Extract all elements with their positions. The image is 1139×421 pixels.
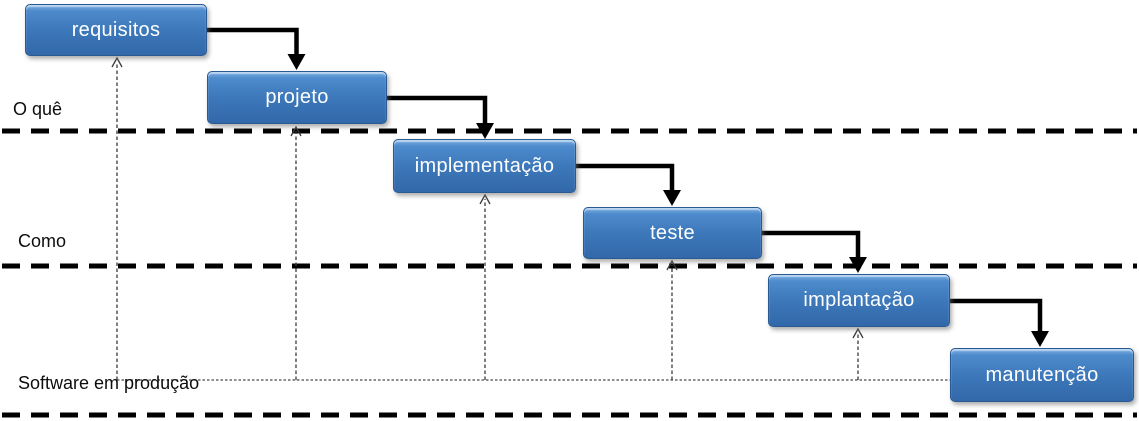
connector-projeto-implementacao [386,95,488,124]
feedback-arrowhead-projeto [290,125,302,137]
phase-box-label: projeto [265,86,329,108]
connector-implantacao-manutencao [948,298,1043,332]
arrowhead-manutencao [1031,331,1049,347]
solid-connector-arrows [206,27,1043,332]
solid-connector-arrowheads [287,54,1049,347]
feedback-arrowhead-teste [666,259,678,271]
connector-implementacao-teste [574,163,675,191]
phase-box-teste: teste [583,207,762,259]
phase-box-label: manutenção [985,363,1099,386]
feedback-dashed-arrows [111,56,864,380]
phase-box-label: teste [650,221,695,244]
phase-box-projeto: projeto [207,71,387,124]
arrowhead-implantacao [849,257,867,273]
arrowhead-teste [663,190,681,206]
arrowhead-projeto [287,54,306,70]
boundary-dashed-lines [2,128,1137,418]
phase-box-requisitos: requisitos [25,4,207,56]
phase-box-manutencao: manutenção [950,348,1134,402]
feedback-arrowhead-implementacao [479,193,491,205]
row-label-how: Como [18,231,67,251]
feedback-arrowhead-requisitos [111,56,123,68]
feedback-arrowhead-implantacao [852,327,864,339]
phase-box-implementacao: implementação [393,139,576,193]
phase-box-label: implantação [803,289,915,311]
row-label-production: Software em produção [18,373,200,393]
connector-requisitos-projeto [206,27,299,55]
connector-teste-implantacao [760,230,861,258]
phase-box-label: implementação [414,154,555,177]
phase-box-label: requisitos [71,18,161,41]
arrowhead-implementacao [476,123,494,139]
phase-box-implantacao: implantação [768,274,950,327]
row-label-what: O quê [13,99,63,119]
